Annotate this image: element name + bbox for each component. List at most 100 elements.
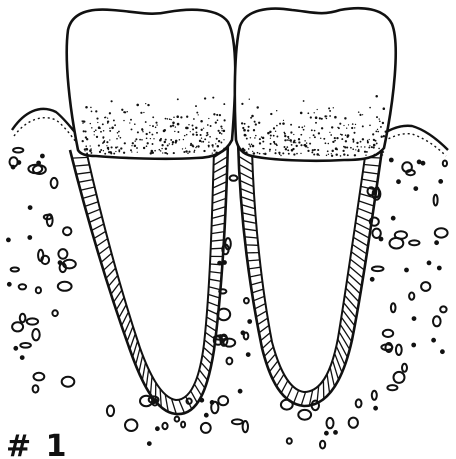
ligament-hatch <box>239 164 253 172</box>
stipple-dot <box>207 124 209 126</box>
stipple-dot <box>375 140 377 142</box>
ligament-hatch <box>76 172 91 174</box>
bone-trabecula <box>383 330 393 337</box>
stipple-dot <box>161 148 162 149</box>
stipple-dot <box>115 151 116 152</box>
stipple-dot <box>380 150 382 152</box>
stipple-dot <box>195 105 197 107</box>
stipple-dot <box>345 140 347 142</box>
stipple-dot <box>359 114 361 116</box>
stipple-dot <box>171 119 172 120</box>
stipple-dot <box>382 151 384 153</box>
stipple-dot <box>113 153 115 155</box>
bone-trabecula <box>440 306 446 312</box>
bone-trabecula <box>140 396 152 406</box>
stipple-dot <box>372 155 373 156</box>
ligament-hatch <box>127 326 133 341</box>
bone-trabecula <box>371 278 374 281</box>
stipple-dot <box>284 133 286 135</box>
ligament-hatch <box>357 216 372 223</box>
stipple-dot <box>291 149 294 152</box>
stipple-dot <box>131 151 132 152</box>
stipple-dot <box>165 148 167 150</box>
stipple-dot <box>245 134 247 136</box>
stipple-dot <box>342 150 344 152</box>
stipple-dot <box>341 134 343 136</box>
stipple-dot <box>379 120 381 122</box>
ligament-hatch <box>262 340 271 349</box>
ligament-hatch <box>146 369 148 387</box>
stipple-dot <box>197 145 199 147</box>
ligament-hatch <box>287 386 293 399</box>
bone-trabecula <box>380 238 383 241</box>
stipple-dot <box>145 121 147 123</box>
bone-trabecula <box>438 267 441 270</box>
root-right-outer <box>238 140 382 406</box>
stipple-dot <box>90 145 91 146</box>
stipple-dot <box>117 132 119 134</box>
ligament-hatch <box>85 202 99 207</box>
stipple-dot <box>172 144 174 146</box>
bone-trabecula <box>334 431 337 434</box>
bone-trabecula <box>432 339 435 342</box>
stipple-dot <box>357 150 359 152</box>
ligament-hatch <box>213 165 227 173</box>
bone-trabecula <box>413 317 416 320</box>
stipple-dot <box>164 141 166 143</box>
stipple-dot <box>362 114 363 115</box>
stipple-dot <box>113 119 115 121</box>
ligament-hatch <box>114 290 122 302</box>
stipple-dot <box>212 97 214 99</box>
stipple-dot <box>213 113 215 115</box>
stipple-dot <box>328 143 330 145</box>
bone-trabecula <box>372 267 384 272</box>
ligament-hatch <box>83 194 97 198</box>
bone-trabecula <box>33 385 39 392</box>
ligament-hatch <box>251 282 263 285</box>
stipple-dot <box>376 142 378 144</box>
ligament-hatch <box>269 361 278 372</box>
stipple-dot <box>325 142 327 144</box>
stipple-dot <box>208 142 209 143</box>
stipple-dot <box>382 154 383 155</box>
stipple-dot <box>336 148 338 150</box>
stipple-dot <box>285 148 287 150</box>
stipple-dot <box>223 139 224 140</box>
bone-trabecula <box>390 159 393 162</box>
bone-trabecula <box>211 401 214 404</box>
stipple-dot <box>259 138 261 140</box>
stipple-dot <box>317 109 318 110</box>
stipple-dot <box>94 134 95 135</box>
stipple-dot <box>347 134 350 137</box>
stipple-dot <box>146 133 148 135</box>
stipple-dot <box>249 99 250 100</box>
stipple-dot <box>99 127 101 129</box>
stipple-dot <box>377 131 379 133</box>
ligament-hatch <box>362 179 378 182</box>
bone-trabecula <box>374 407 377 410</box>
stipple-dot <box>241 122 243 124</box>
stipple-dot <box>213 149 215 151</box>
stipple-dot <box>192 145 194 147</box>
stipple-dot <box>156 132 158 134</box>
ligament-hatch <box>172 399 177 414</box>
stipple-dot <box>180 116 182 118</box>
stipple-dot <box>352 138 354 140</box>
bone-trabecula <box>29 206 32 209</box>
ligament-hatch <box>99 246 110 254</box>
stipple-dot <box>90 123 91 124</box>
stipple-dot <box>102 123 104 125</box>
stipple-dot <box>172 122 175 125</box>
ligament-hatch <box>78 180 93 183</box>
stipple-dot <box>170 125 172 127</box>
stipple-dot <box>147 104 149 106</box>
ligament-hatch <box>212 223 225 226</box>
stipple-dot <box>207 134 208 135</box>
stipple-dot <box>131 145 132 146</box>
stipple-dot <box>255 135 256 136</box>
bone-trabecula <box>405 269 408 272</box>
stipple-dot <box>85 145 87 147</box>
stipple-dot <box>253 152 256 155</box>
ligament-hatch <box>211 248 224 249</box>
